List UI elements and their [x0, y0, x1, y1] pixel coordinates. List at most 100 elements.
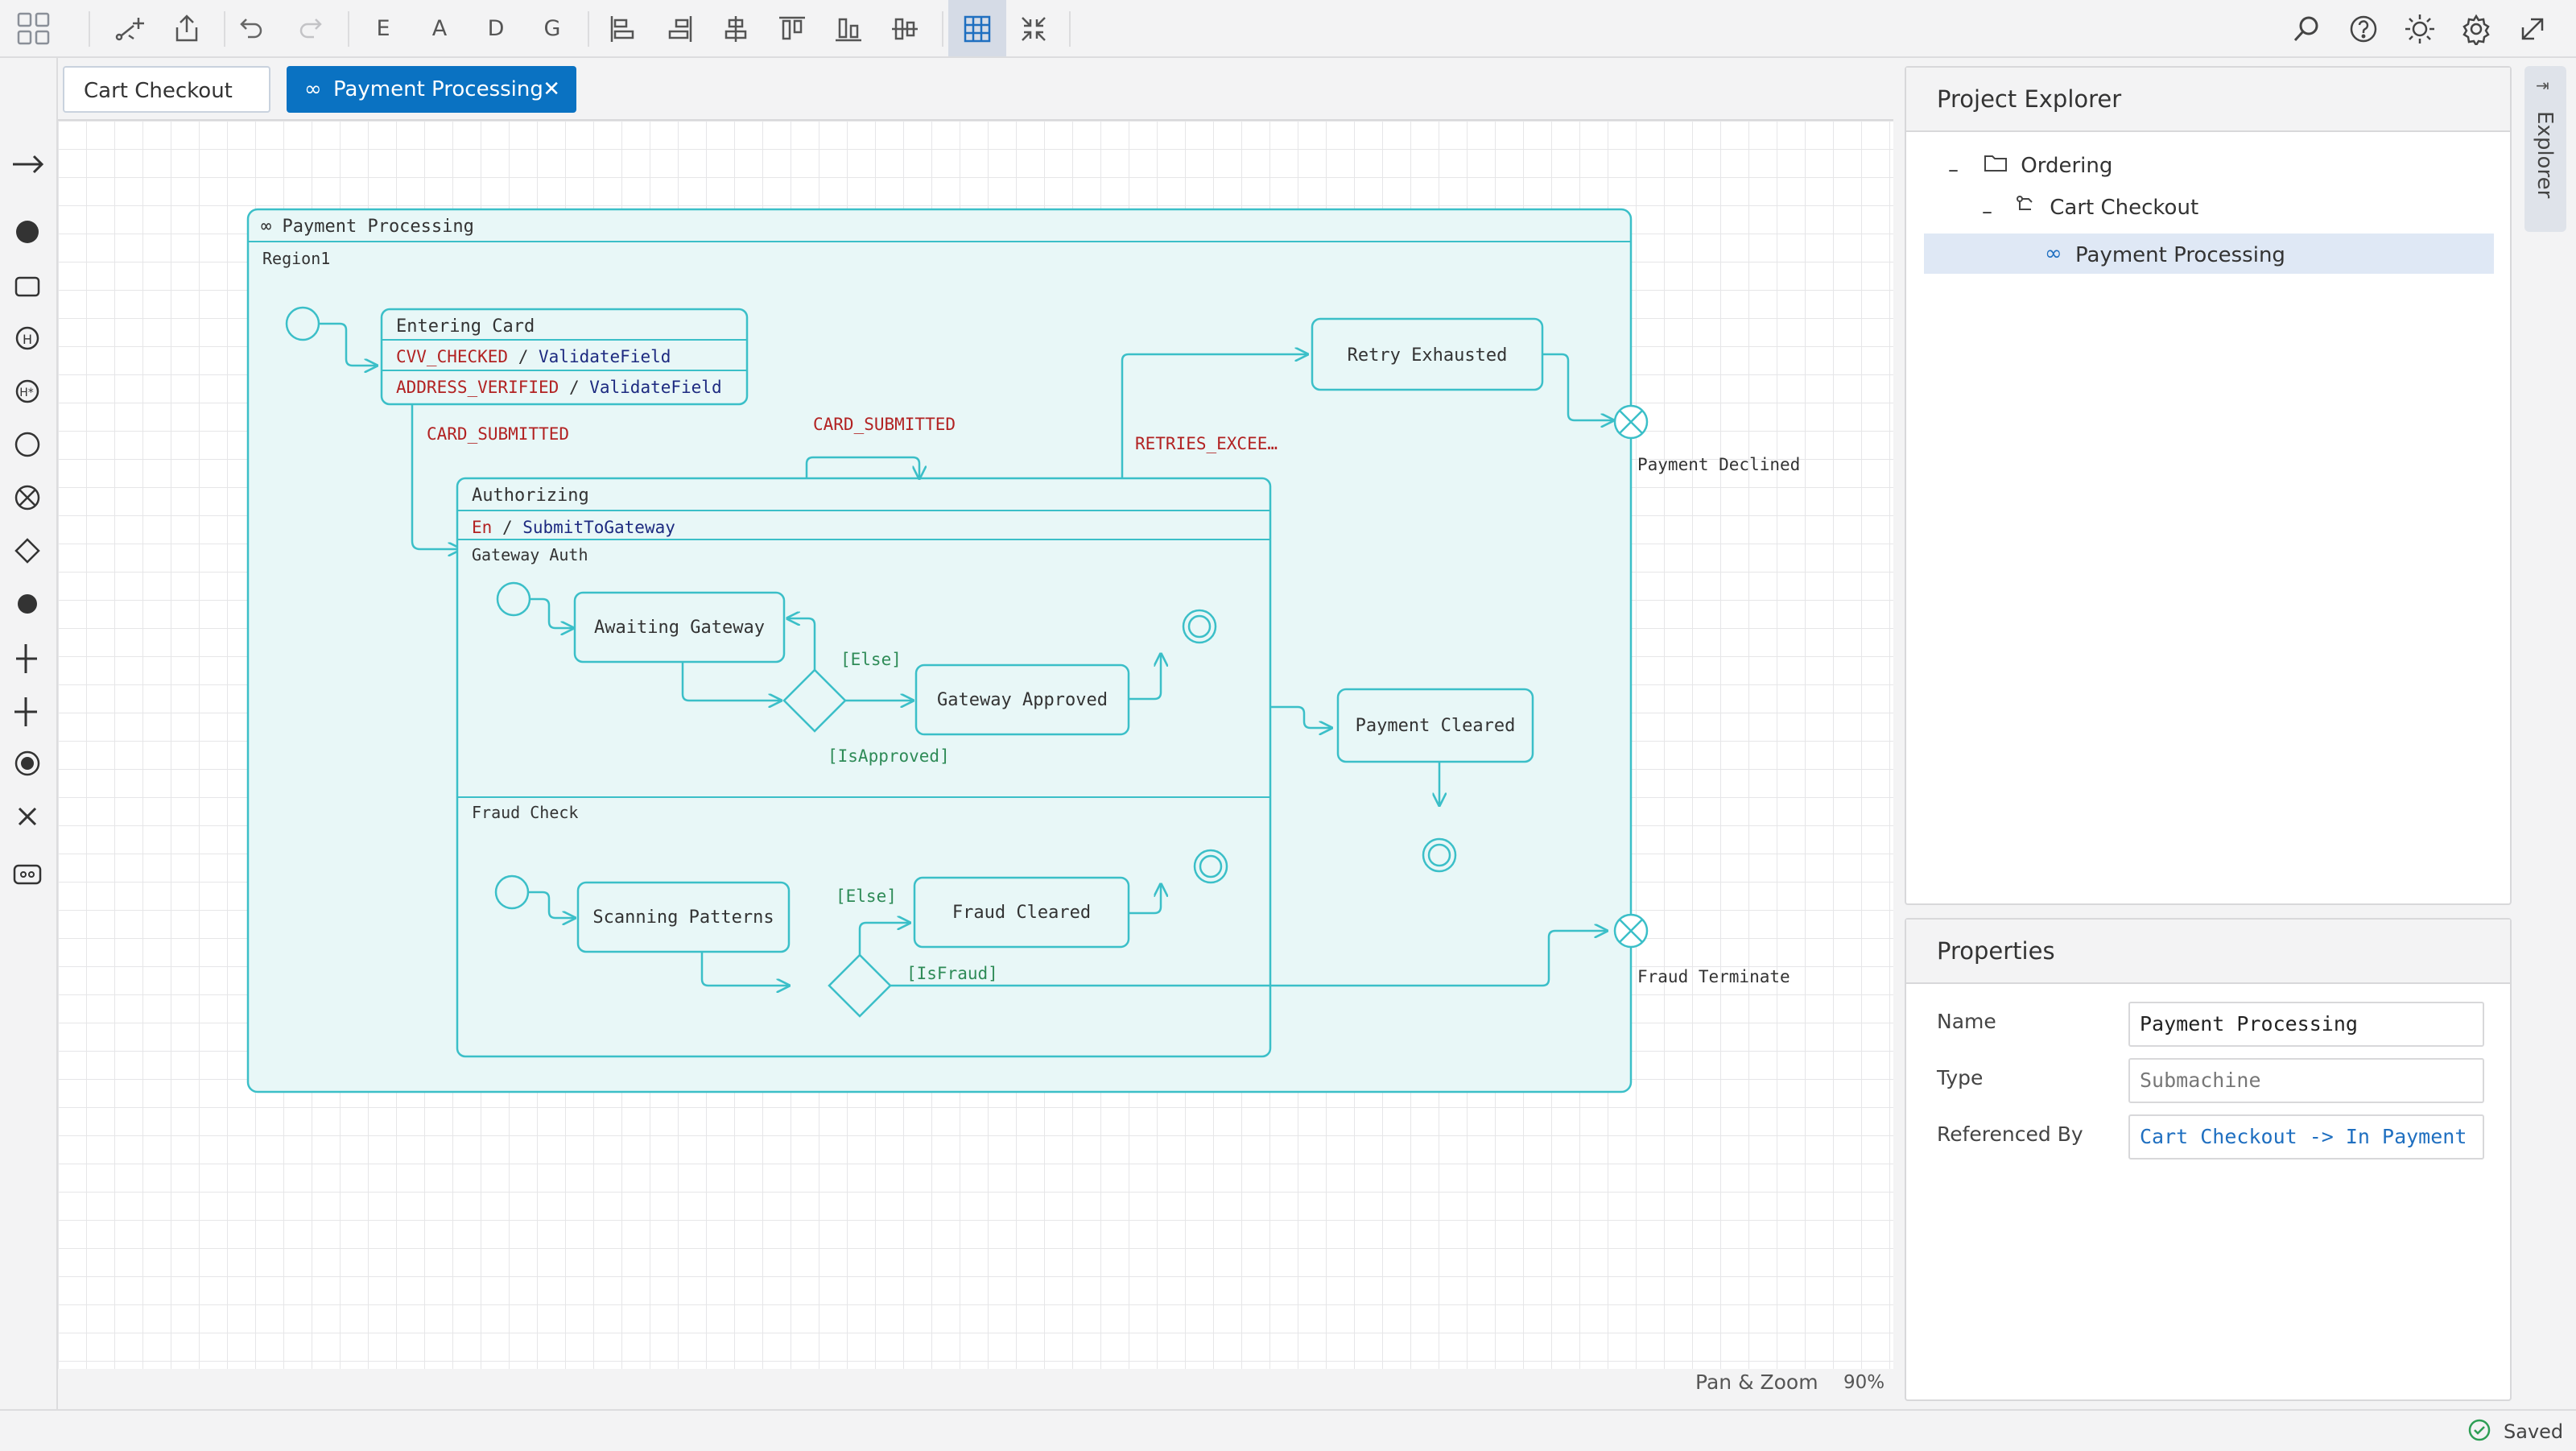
tree-collapse-cart-checkout[interactable]: –	[1982, 200, 1992, 224]
transition-gateway-initial[interactable]	[530, 597, 573, 628]
align-top-icon[interactable]	[776, 13, 808, 48]
transition-retries-exceeded[interactable]	[1121, 354, 1307, 478]
export-icon[interactable]	[171, 13, 203, 48]
fork-tool[interactable]	[16, 644, 37, 673]
choice-gateway[interactable]	[782, 668, 847, 733]
theme-icon[interactable]	[2404, 13, 2436, 48]
initial-state-tool[interactable]	[16, 221, 39, 243]
transition-else-retry[interactable]	[787, 618, 816, 670]
entering-card-row1: CVV_CHECKED / ValidateField	[396, 347, 671, 366]
pan-zoom-label[interactable]: Pan & Zoom	[1695, 1370, 1818, 1394]
submachine-tool[interactable]	[13, 864, 42, 885]
help-icon[interactable]	[2347, 13, 2380, 48]
tree-collapse-ordering[interactable]: –	[1948, 158, 1959, 182]
undo-icon[interactable]	[235, 13, 267, 48]
choice-tool[interactable]	[14, 538, 40, 564]
transition-awaiting-choice[interactable]	[681, 662, 781, 701]
state-tool[interactable]	[14, 276, 40, 297]
type-label: Type	[1937, 1066, 1984, 1089]
transition-initial-entering[interactable]	[319, 322, 377, 366]
tree-item-ordering[interactable]: Ordering	[1984, 153, 2112, 178]
name-field[interactable]: Payment Processing	[2128, 1002, 2484, 1047]
exit-point-tool[interactable]	[18, 807, 37, 826]
search-icon[interactable]	[2291, 13, 2323, 48]
junction-tool[interactable]	[18, 594, 37, 614]
guard-else-1: [Else]	[840, 650, 902, 669]
shallow-history-tool[interactable]: H	[15, 326, 39, 350]
expand-letter-e[interactable]: E	[376, 16, 390, 41]
transition-retry-declined[interactable]	[1542, 353, 1613, 420]
join-tool[interactable]	[14, 697, 37, 726]
exit-point-fraud-terminate[interactable]	[1613, 913, 1649, 949]
add-transition-icon[interactable]	[113, 13, 148, 48]
tree-item-payment-processing[interactable]: ∞ Payment Processing	[1924, 234, 2494, 274]
align-right-icon[interactable]	[663, 13, 696, 48]
pin-icon[interactable]: ⇥	[2536, 76, 2549, 95]
explorer-side-tab[interactable]	[2524, 66, 2566, 232]
saved-status: Saved	[2504, 1420, 2564, 1443]
transition-fraud-cleared-final[interactable]	[1129, 884, 1161, 915]
transition-approved-final[interactable]	[1129, 654, 1161, 701]
diagram-canvas[interactable]: ∞ Payment Processing Region1 Entering Ca…	[58, 119, 1893, 1369]
outer-final-state[interactable]	[1422, 837, 1457, 873]
fraud-final-state[interactable]	[1193, 849, 1228, 884]
exit-point-payment-declined[interactable]	[1613, 404, 1649, 440]
transition-card-submitted-self[interactable]	[805, 456, 919, 478]
authorizing-entry: En / SubmitToGateway	[472, 518, 675, 537]
frame-title: ∞ Payment Processing	[261, 217, 474, 237]
explorer-side-tab-label: Explorer	[2533, 111, 2557, 199]
state-payment-cleared[interactable]	[1336, 688, 1534, 763]
transition-tool[interactable]	[13, 155, 44, 174]
region-label: Region1	[262, 249, 330, 268]
fraud-initial-state[interactable]	[494, 874, 530, 910]
name-label: Name	[1937, 1010, 1996, 1033]
state-scanning-patterns[interactable]	[576, 881, 791, 953]
region-gateway-auth: Gateway Auth	[472, 545, 588, 564]
initial-state[interactable]	[285, 306, 320, 341]
expand-letter-d[interactable]: D	[487, 16, 505, 41]
zoom-level[interactable]: 90%	[1843, 1372, 1885, 1393]
transition-else-cleared[interactable]	[858, 923, 910, 955]
awaiting-gateway-label: Awaiting Gateway	[594, 618, 765, 638]
transition-scanning-choice[interactable]	[700, 952, 789, 986]
align-middle-icon[interactable]	[889, 13, 921, 48]
terminate-tool[interactable]	[14, 485, 40, 511]
tab-payment-processing-label: Payment Processing	[332, 77, 543, 101]
state-awaiting-gateway[interactable]	[573, 591, 786, 663]
tab-payment-processing[interactable]: ∞ Payment Processing ✕	[287, 66, 576, 113]
scanning-patterns-label: Scanning Patterns	[592, 907, 774, 928]
expand-letter-a[interactable]: A	[431, 16, 448, 41]
close-tab-icon[interactable]: ✕	[543, 77, 560, 101]
properties-title: Properties	[1906, 920, 2510, 984]
align-left-icon[interactable]	[607, 13, 639, 48]
app-grid-icon[interactable]	[16, 11, 52, 50]
transition-fraud-initial[interactable]	[528, 891, 575, 918]
gateway-initial-state[interactable]	[496, 581, 531, 617]
label-fraud-terminate: Fraud Terminate	[1637, 967, 1790, 986]
gateway-final-state[interactable]	[1182, 609, 1217, 644]
expand-letter-g[interactable]: G	[543, 16, 561, 41]
final-node-tool[interactable]	[14, 750, 40, 776]
popout-icon[interactable]	[2516, 13, 2549, 48]
deep-history-tool[interactable]: H*	[15, 379, 39, 403]
saved-check-icon	[2468, 1419, 2491, 1445]
status-bar: Saved	[0, 1409, 2576, 1451]
svg-text:H: H	[23, 332, 32, 347]
transition-card-submitted[interactable]	[411, 404, 460, 549]
redo-icon[interactable]	[295, 13, 327, 48]
align-center-icon[interactable]	[720, 13, 752, 48]
referenced-by-label: Referenced By	[1937, 1122, 2083, 1146]
choice-fraud[interactable]	[828, 953, 892, 1018]
tab-cart-checkout[interactable]: Cart Checkout	[63, 66, 270, 113]
referenced-by-link[interactable]: Cart Checkout -> In Payment	[2128, 1114, 2484, 1160]
settings-icon[interactable]	[2460, 13, 2492, 48]
tree-item-cart-checkout[interactable]: Cart Checkout	[2016, 195, 2198, 220]
grid-toggle-icon[interactable]	[961, 13, 993, 48]
guard-is-approved: [IsApproved]	[828, 746, 950, 766]
state-entering-card[interactable]	[380, 308, 749, 406]
final-state-tool[interactable]	[14, 432, 40, 457]
collapse-icon[interactable]	[1018, 13, 1050, 48]
transition-fraud-terminate[interactable]	[890, 931, 1607, 987]
transition-authorizing-cleared[interactable]	[1270, 705, 1331, 728]
align-bottom-icon[interactable]	[832, 13, 865, 48]
